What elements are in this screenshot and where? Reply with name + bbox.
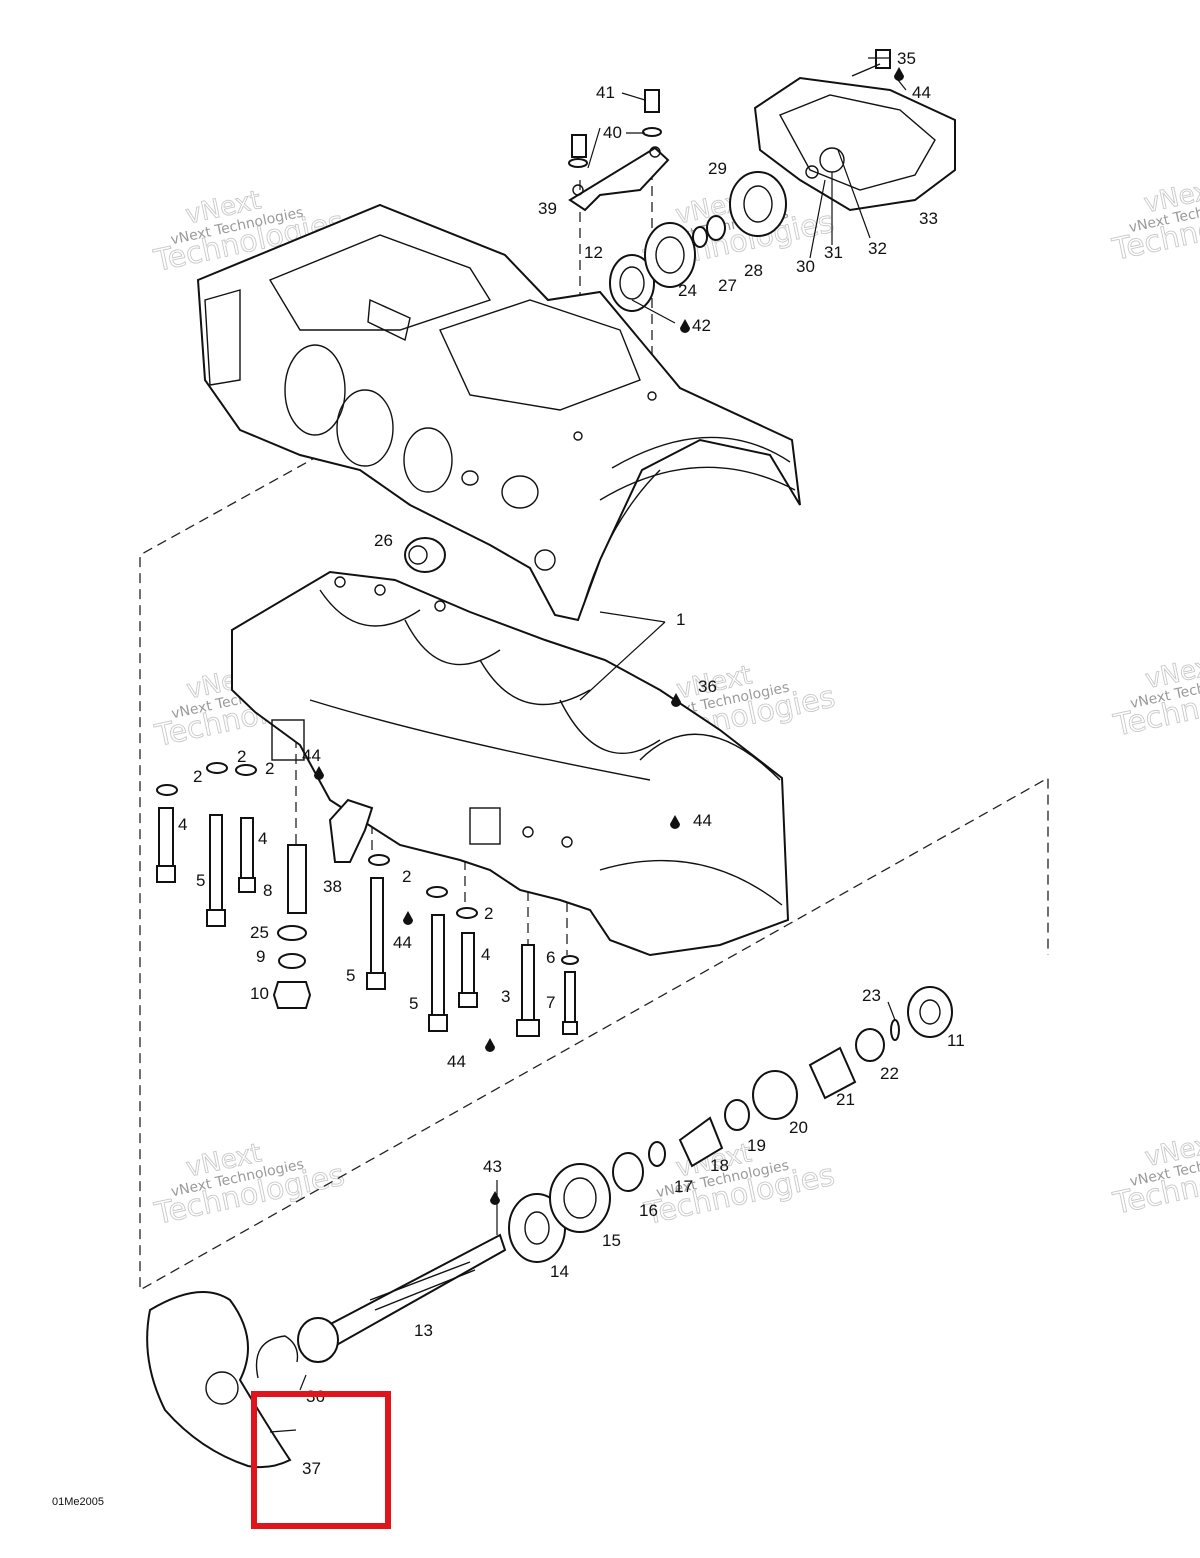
leader-lines (269, 57, 907, 1433)
watermark-bottom-center: vNext Technologies vNext Technologies (641, 1138, 839, 1233)
callout-2-a: 2 (193, 767, 202, 786)
callout-19: 19 (747, 1136, 766, 1155)
rotary-valve-cover (753, 49, 956, 212)
watermark-mid-right: vNext Technologies vNext Technologies (1110, 650, 1200, 745)
drop-icon (894, 67, 904, 81)
watermark-bottom-right: vNext Technologies vNext Technologies (1109, 1128, 1200, 1223)
callout-41: 41 (596, 83, 615, 102)
fastener-group (156, 762, 579, 1037)
drop-icon (671, 693, 681, 707)
watermark-bottom-left: vNext Technologies vNext Technologies (151, 1138, 349, 1233)
callout-39: 39 (538, 199, 557, 218)
drop-icon (680, 319, 690, 333)
sealant-drop-markers (314, 67, 904, 1205)
callout-40: 40 (603, 123, 622, 142)
callout-44-left: 44 (302, 746, 321, 765)
callout-14: 14 (550, 1262, 569, 1281)
drop-icon (490, 1191, 500, 1205)
callout-33: 33 (919, 209, 938, 228)
callout-4-b: 4 (258, 829, 267, 848)
callout-35: 35 (897, 49, 916, 68)
callout-4-c: 4 (481, 945, 490, 964)
drop-icon (670, 815, 680, 829)
callout-13: 13 (414, 1321, 433, 1340)
callout-25: 25 (250, 923, 269, 942)
callout-10: 10 (250, 984, 269, 1003)
callout-28: 28 (744, 261, 763, 280)
callout-16: 16 (639, 1201, 658, 1220)
callout-20: 20 (789, 1118, 808, 1137)
callout-2-e: 2 (484, 904, 493, 923)
seal-and-bearing-stack (609, 171, 787, 312)
drop-icon (403, 911, 413, 925)
callout-44-mid: 44 (393, 933, 412, 952)
lower-crankcase (231, 570, 790, 957)
drop-icon (485, 1038, 495, 1052)
callout-42: 42 (692, 316, 711, 335)
callout-44-bottom: 44 (447, 1052, 466, 1071)
callout-1: 1 (676, 610, 685, 629)
callout-2-d: 2 (402, 867, 411, 886)
callout-12: 12 (584, 243, 603, 262)
callout-5-c: 5 (409, 994, 418, 1013)
callout-38: 38 (323, 877, 342, 896)
callout-23: 23 (862, 986, 881, 1005)
bearing-cap-assembly (568, 89, 670, 212)
callout-31: 31 (824, 243, 843, 262)
callout-15: 15 (602, 1231, 621, 1250)
callout-32: 32 (868, 239, 887, 258)
callout-44-top: 44 (912, 83, 931, 102)
callout-6: 6 (546, 948, 555, 967)
callout-17: 17 (674, 1177, 693, 1196)
watermark-top-right: vNext Technologies vNext Technologies (1108, 174, 1200, 269)
callout-36-top: 36 (698, 677, 717, 696)
callout-27: 27 (718, 276, 737, 295)
callout-26: 26 (374, 531, 393, 550)
callout-44-right: 44 (693, 811, 712, 830)
callout-21: 21 (836, 1090, 855, 1109)
callout-5-b: 5 (346, 966, 355, 985)
callout-43: 43 (483, 1157, 502, 1176)
rubber-plug-26 (404, 537, 446, 573)
callout-7: 7 (546, 993, 555, 1012)
callout-30: 30 (796, 257, 815, 276)
callout-2-c: 2 (265, 759, 274, 778)
callout-24: 24 (678, 281, 697, 300)
diagram-code: 01Me2005 (52, 1496, 104, 1508)
drop-icon (314, 766, 324, 780)
callout-18: 18 (710, 1156, 729, 1175)
callout-22: 22 (880, 1064, 899, 1083)
callout-4-a: 4 (178, 815, 187, 834)
callout-29: 29 (708, 159, 727, 178)
callout-2-b: 2 (237, 747, 246, 766)
highlight-box-part-37 (251, 1391, 391, 1529)
upper-crankcase (196, 203, 801, 622)
callout-11: 11 (947, 1031, 965, 1050)
callout-8: 8 (263, 881, 272, 900)
callout-9: 9 (256, 947, 265, 966)
callout-labels: 41 40 39 35 44 29 33 32 31 30 12 28 27 2… (178, 49, 965, 1478)
callout-37: 37 (302, 1459, 321, 1478)
callout-5-a: 5 (196, 871, 205, 890)
callout-3: 3 (501, 987, 510, 1006)
